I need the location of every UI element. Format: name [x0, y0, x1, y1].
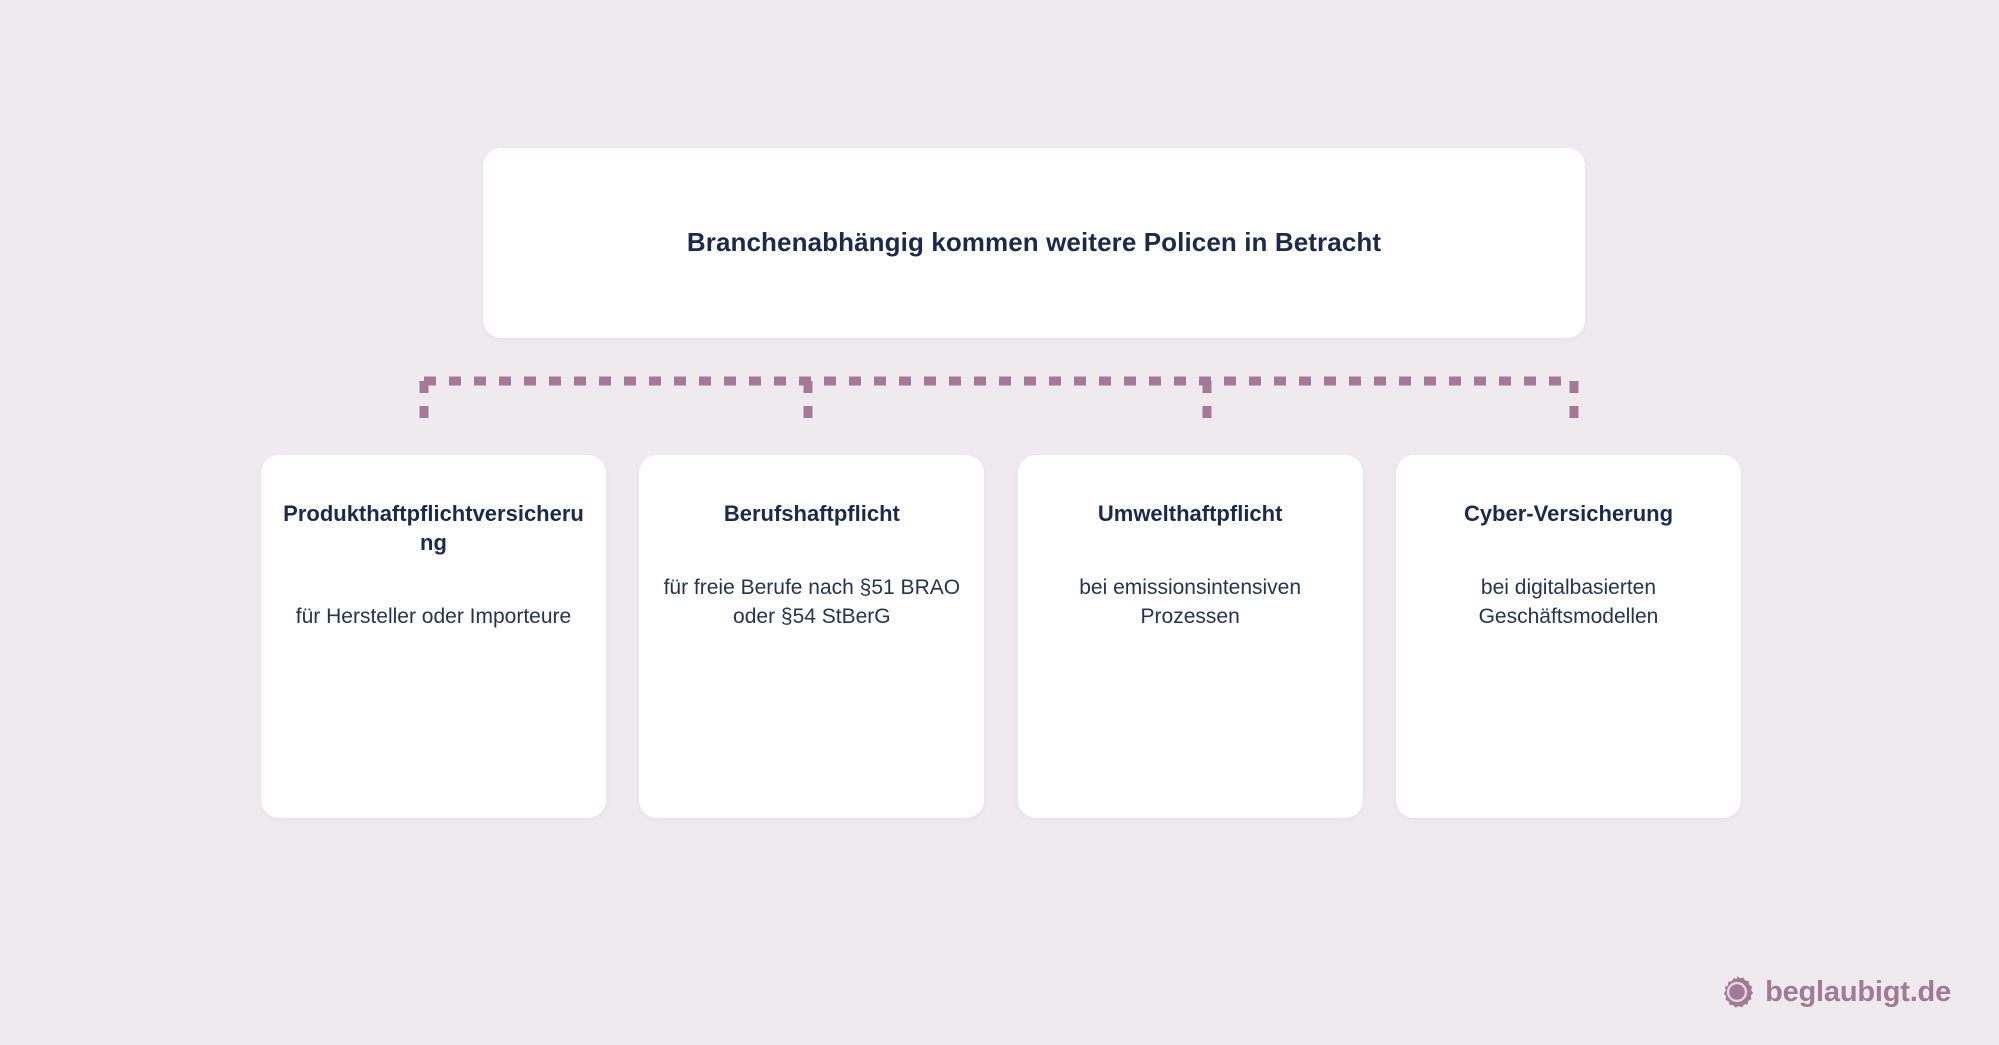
leaf-node-row: Produkthaftpflichtversicherung für Herst… — [261, 455, 1741, 818]
leaf-node-description: für Hersteller oder Importeure — [295, 605, 572, 629]
brand-watermark: beglaubigt.de — [1720, 975, 1951, 1009]
leaf-node-description: für freie Berufe nach §51 BRAO oder §54 … — [663, 576, 961, 628]
leaf-node-card-3: Umwelthaftpflicht bei emissionsintensive… — [1017, 455, 1363, 818]
leaf-node-card-2: Berufshaftpflicht für freie Berufe nach … — [639, 455, 985, 818]
leaf-node-description: bei digitalbasierten Geschäftsmodellen — [1478, 576, 1659, 628]
root-node-title: Branchenabhängig kommen weitere Policen … — [686, 227, 1382, 258]
leaf-node-title: Berufshaftpflicht — [723, 501, 900, 526]
leaf-node-title: Cyber-Versicherung — [1463, 501, 1674, 526]
leaf-node-card-1: Produkthaftpflichtversicherung für Herst… — [261, 455, 606, 818]
leaf-node-title: Umwelthaftpflicht — [1097, 501, 1283, 526]
leaf-node-description: bei emissionsintensiven Prozessen — [1079, 576, 1302, 628]
brand-name: beglaubigt.de — [1765, 975, 1951, 1008]
root-node-card: Branchenabhängig kommen weitere Policen … — [483, 148, 1585, 338]
seal-badge-icon — [1723, 976, 1754, 1008]
leaf-node-title: Produkthaftpflichtversicherung — [283, 501, 584, 556]
leaf-node-card-4: Cyber-Versicherung bei digitalbasierten … — [1395, 455, 1741, 818]
